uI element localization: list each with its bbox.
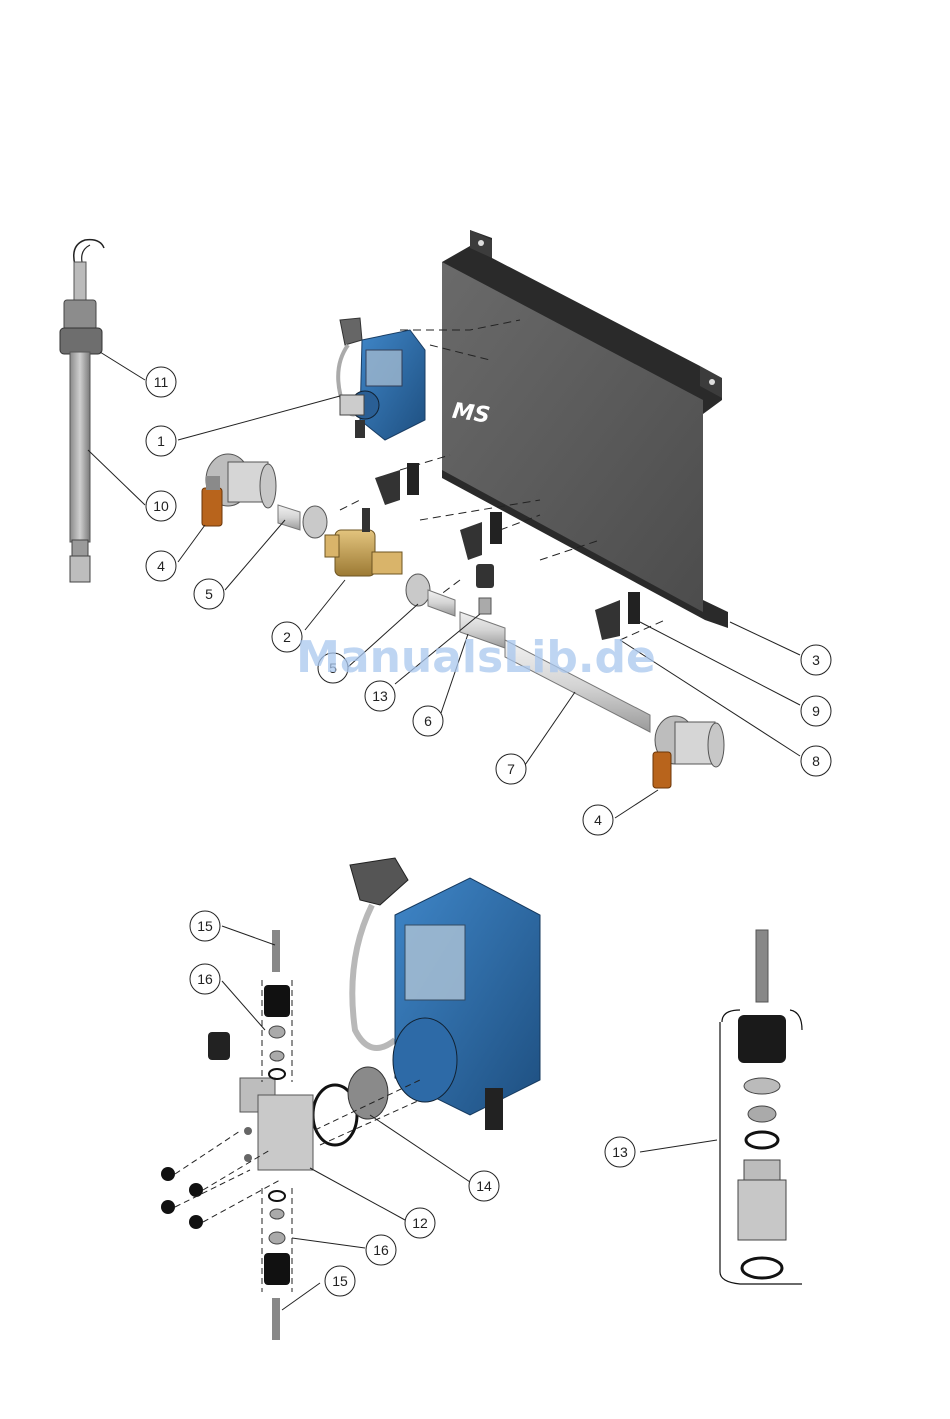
callout-label: 5 xyxy=(205,586,213,602)
callout-label: 8 xyxy=(812,753,820,769)
callout-c12: 12 xyxy=(405,1208,435,1238)
injection-valve xyxy=(476,564,494,614)
callout-c9: 9 xyxy=(801,696,831,726)
injection-valve-detail xyxy=(720,930,802,1284)
callout-c16b: 16 xyxy=(366,1235,396,1265)
callout-c11: 11 xyxy=(146,367,176,397)
callout-label: 9 xyxy=(812,703,820,719)
callout-c4a: 4 xyxy=(146,551,176,581)
callout-c1: 1 xyxy=(146,426,176,456)
callout-label: 1 xyxy=(157,433,165,449)
ball-valve-right xyxy=(653,716,724,788)
suction-lance xyxy=(60,240,104,582)
callout-label: 13 xyxy=(612,1144,628,1160)
callout-c13a: 13 xyxy=(365,681,395,711)
callout-label: 4 xyxy=(594,812,602,828)
callout-label: 16 xyxy=(197,971,213,987)
callout-label: 3 xyxy=(812,652,820,668)
callout-c4b: 4 xyxy=(583,805,613,835)
diaphragm xyxy=(313,1067,388,1145)
callout-label: 11 xyxy=(154,374,169,390)
callout-label: 4 xyxy=(157,558,165,574)
dosing-pump-small xyxy=(338,318,425,440)
callout-label: 6 xyxy=(424,713,432,729)
valve-stack-top xyxy=(262,930,292,1082)
watermark: ManualsLib.de xyxy=(296,632,656,683)
callout-c13b: 13 xyxy=(605,1137,635,1167)
callout-label: 10 xyxy=(153,498,169,514)
ball-valve-left xyxy=(202,454,276,526)
pipe-union-5a xyxy=(278,505,327,538)
callout-label: 16 xyxy=(373,1242,389,1258)
callout-c8: 8 xyxy=(801,746,831,776)
callout-label: 15 xyxy=(197,918,213,934)
callout-label: 15 xyxy=(332,1273,348,1289)
callout-c14: 14 xyxy=(469,1171,499,1201)
callout-c15b: 15 xyxy=(325,1266,355,1296)
pipe-union-5b xyxy=(406,574,455,616)
callout-c6: 6 xyxy=(413,706,443,736)
callout-label: 13 xyxy=(372,688,388,704)
callout-label: 2 xyxy=(283,629,291,645)
pump-head xyxy=(208,1032,313,1170)
panel-logo: MS xyxy=(451,399,492,429)
callout-label: 12 xyxy=(412,1215,428,1231)
callout-c10: 10 xyxy=(146,491,176,521)
callout-c15a: 15 xyxy=(190,911,220,941)
callout-label: 7 xyxy=(507,761,515,777)
callout-c7: 7 xyxy=(496,754,526,784)
callout-c5a: 5 xyxy=(194,579,224,609)
callout-c3: 3 xyxy=(801,645,831,675)
valve-stack-bottom xyxy=(262,1188,292,1340)
callout-label: 14 xyxy=(476,1178,492,1194)
brass-flow-cell xyxy=(325,508,402,576)
callout-c16a: 16 xyxy=(190,964,220,994)
